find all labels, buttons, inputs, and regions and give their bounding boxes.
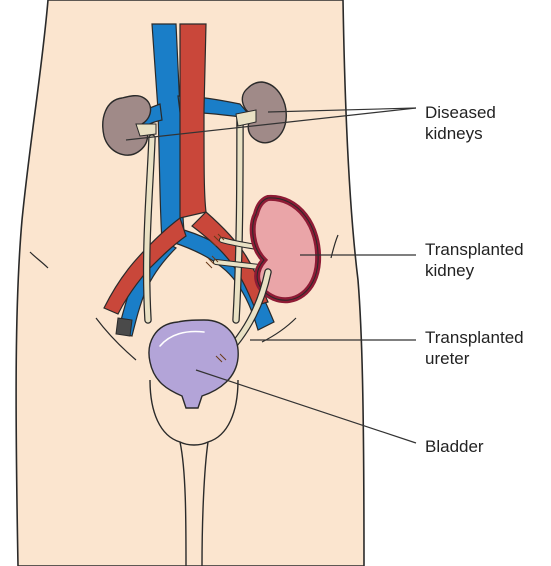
label-transplanted-kidney-line2: kidney [425,260,524,281]
label-transplanted-ureter-line1: Transplanted [425,327,524,348]
left-iliac-vein-dark [116,318,132,336]
label-bladder: Bladder [425,436,484,457]
label-diseased-kidneys: Diseased kidneys [425,102,496,144]
left-renal-pelvis [136,124,156,136]
label-diseased-kidneys-line2: kidneys [425,123,496,144]
label-transplanted-kidney-line1: Transplanted [425,239,524,260]
label-transplanted-kidney: Transplanted kidney [425,239,524,281]
label-transplanted-ureter: Transplanted ureter [425,327,524,369]
label-bladder-line1: Bladder [425,436,484,457]
abdominal-aorta [180,24,206,218]
label-transplanted-ureter-line2: ureter [425,348,524,369]
label-diseased-kidneys-line1: Diseased [425,102,496,123]
